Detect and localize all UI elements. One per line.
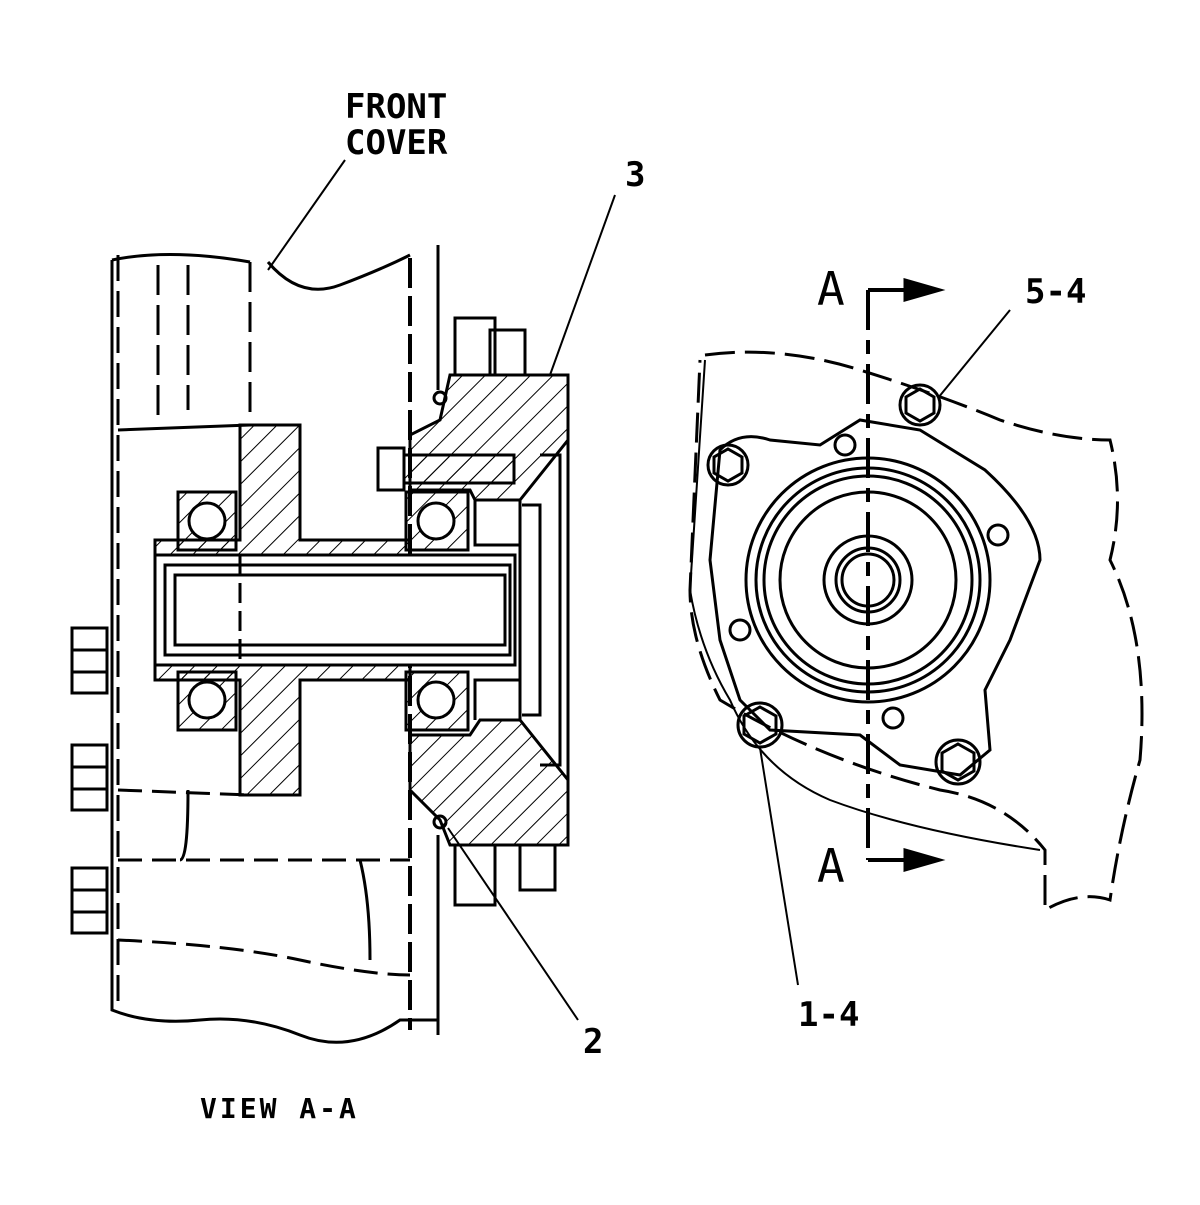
pump-flange-plate (708, 418, 1042, 777)
section-letter-top: A (817, 262, 845, 316)
leader-1-4 (759, 747, 799, 986)
flange-hole-1 (833, 433, 857, 457)
flange-bolt-bottom (453, 843, 557, 907)
o-ring-top (432, 390, 448, 406)
bolt-head-upper-left (706, 443, 750, 487)
flange-bolt-top (453, 316, 527, 377)
callout-3: 3 (625, 155, 645, 195)
callout-1-4: 1-4 (798, 995, 859, 1035)
flange-hole-4 (881, 706, 905, 730)
cap-screw (376, 446, 516, 492)
bearing-left (176, 490, 238, 732)
section-letter-bottom: A (817, 839, 845, 893)
housing-bolt-3 (70, 866, 109, 935)
section-view-a-a (70, 159, 616, 1044)
leader-5-4 (937, 309, 1011, 399)
label-cover: COVER (345, 123, 448, 163)
cover-break-outline (688, 350, 1144, 913)
housing-bolt-2 (70, 743, 109, 812)
leader-2 (447, 827, 579, 1021)
idler-shaft-hub (153, 423, 517, 797)
flange-hole-3 (728, 618, 752, 642)
front-cover-housing (110, 253, 438, 1044)
leader-front-cover (267, 159, 346, 271)
label-front: FRONT (345, 87, 447, 127)
housing-bolt-1 (70, 626, 109, 695)
section-line-a-a (866, 278, 946, 872)
bolt-head-1-4 (736, 701, 784, 749)
bearing-right (404, 490, 470, 732)
front-view (688, 278, 1144, 986)
view-caption: VIEW A-A (200, 1092, 359, 1125)
bolt-head-5-4 (898, 383, 942, 427)
flange-hole-2 (986, 523, 1010, 547)
leader-3 (549, 194, 616, 376)
o-ring-bottom (432, 814, 448, 830)
bolt-head-lower-right (934, 738, 982, 786)
callout-2: 2 (583, 1022, 603, 1062)
callout-5-4: 5-4 (1025, 272, 1086, 312)
